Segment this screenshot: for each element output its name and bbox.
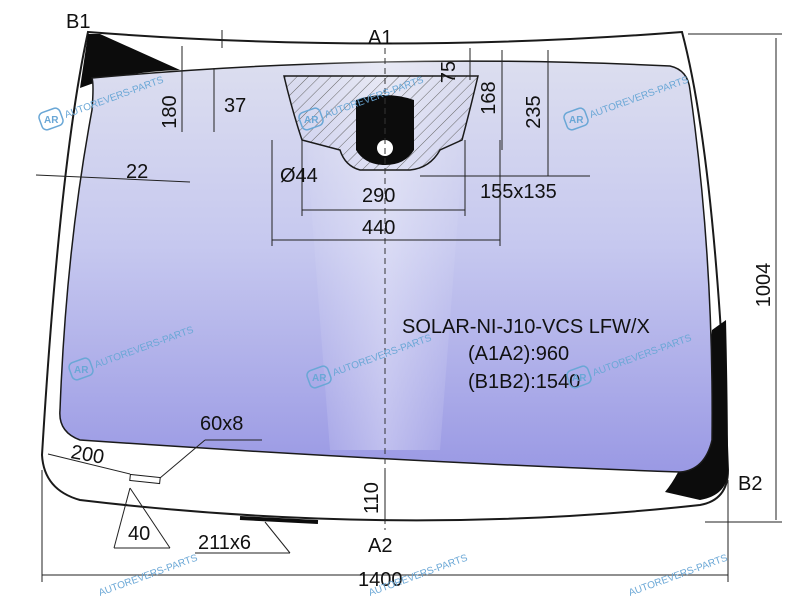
dim-1400: 1400 [358, 569, 403, 591]
watermark-text: AUTOREVERS-PARTS [627, 553, 729, 599]
bottom-black-strip [239, 516, 319, 524]
watermark-logo: AR [312, 373, 327, 384]
black-band-top-left [80, 34, 180, 88]
dim-155x135: 155x135 [480, 181, 557, 203]
spec-model: SOLAR-NI-J10-VCS LFW/X [402, 316, 650, 338]
dim-235: 235 [523, 95, 545, 128]
dim-44: Ø44 [280, 165, 318, 187]
dim-22: 22 [126, 161, 148, 183]
dim-40-line [113, 487, 131, 549]
label-a2: A2 [368, 535, 392, 557]
vin-mark [129, 473, 161, 485]
dim-40-line-b [129, 487, 171, 549]
watermark-9: AUTOREVERS-PARTS [627, 553, 729, 599]
dim-1004: 1004 [753, 263, 775, 308]
watermark-logo: AR [572, 373, 587, 384]
watermark-logo: AR [569, 115, 584, 126]
watermark-7: AUTOREVERS-PARTS [97, 553, 199, 599]
dim-168: 168 [478, 81, 500, 114]
dim-211-line-a [264, 521, 291, 554]
dim-110: 110 [361, 482, 383, 514]
dim-211x6: 211x6 [198, 532, 251, 554]
watermark-logo: AR [304, 115, 319, 126]
dim-60x8: 60x8 [200, 413, 243, 435]
dim-37: 37 [224, 95, 246, 117]
label-b1: B1 [66, 11, 90, 33]
label-b2: B2 [738, 473, 762, 495]
dim-75: 75 [438, 61, 460, 83]
dim-180: 180 [159, 95, 181, 128]
watermark-logo: AR [74, 365, 89, 376]
dim-200-line [47, 453, 131, 475]
watermark-text: AUTOREVERS-PARTS [97, 553, 199, 599]
spec-a1a2: (A1A2):960 [468, 343, 569, 365]
dim-60x8-leader [159, 439, 206, 479]
dim-440: 440 [362, 217, 395, 239]
dim-290: 290 [362, 185, 395, 207]
dim-40: 40 [128, 523, 150, 545]
spec-b1b2: (B1B2):1540 [468, 371, 580, 393]
dim-22-line [35, 174, 191, 183]
label-a1: A1 [368, 27, 392, 49]
watermark-logo: AR [44, 115, 59, 126]
